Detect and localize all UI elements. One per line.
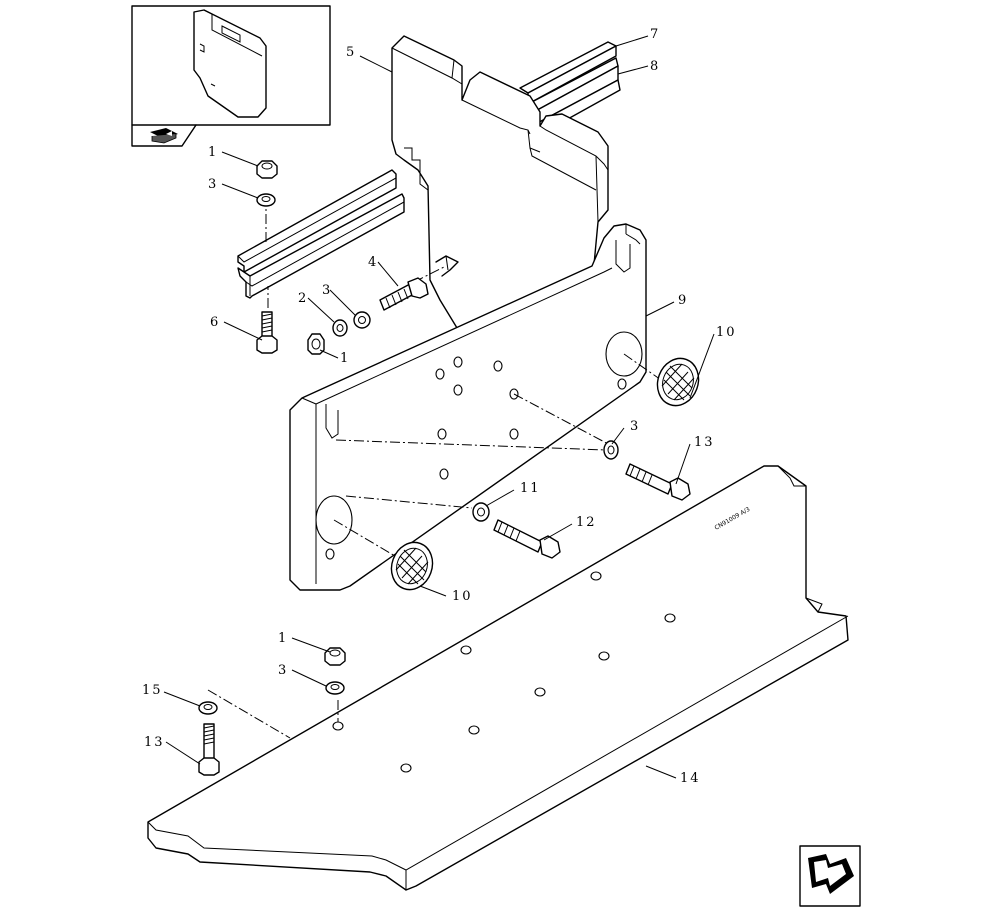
callout-1: 1 — [208, 145, 218, 160]
ballast-weight — [391, 35, 609, 359]
callout-13: 13 — [144, 735, 165, 750]
callout-10: 10 — [716, 325, 737, 340]
callout-3: 3 — [278, 663, 288, 678]
bolt-12 — [493, 519, 561, 559]
callout-10: 10 — [452, 589, 473, 604]
washer-lower — [325, 681, 345, 695]
leader-lines — [163, 35, 715, 779]
next-page-arrow-icon[interactable] — [799, 845, 861, 907]
washer-right — [603, 440, 619, 460]
callout-3: 3 — [322, 283, 332, 298]
callout-8: 8 — [650, 59, 660, 74]
callout-9: 9 — [678, 293, 688, 308]
callout-14: 14 — [680, 771, 701, 786]
nut-top — [256, 160, 278, 179]
reflector-left — [390, 541, 434, 591]
callout-11: 11 — [520, 481, 541, 496]
callout-labels: 5 7 8 1 3 4 2 3 6 1 9 10 3 13 11 12 10 1… — [142, 27, 737, 786]
nut-lower — [324, 647, 346, 666]
callout-12: 12 — [576, 515, 597, 530]
fasteners — [198, 160, 700, 776]
callout-3: 3 — [208, 177, 218, 192]
washer-2 — [332, 319, 348, 337]
washer-top — [256, 193, 276, 207]
base-plate: CN91009 A/3 — [147, 465, 849, 891]
callout-5: 5 — [346, 45, 356, 60]
callout-15: 15 — [142, 683, 163, 698]
callout-6: 6 — [210, 315, 220, 330]
bolt-13-lower — [198, 723, 220, 776]
center-lines — [207, 196, 665, 739]
callout-2: 2 — [298, 291, 308, 306]
callout-7: 7 — [650, 27, 660, 42]
bolt-6 — [256, 311, 278, 354]
callout-1: 1 — [278, 631, 288, 646]
washer-mid — [353, 311, 371, 329]
bolt-4 — [379, 277, 429, 311]
bolt-13-right — [625, 463, 691, 501]
callout-3: 3 — [630, 419, 640, 434]
callout-4: 4 — [368, 255, 378, 270]
nut-mid — [307, 333, 325, 355]
rail-bracket — [237, 169, 405, 299]
callout-13: 13 — [694, 435, 715, 450]
washer-11 — [472, 502, 490, 522]
washer-15 — [198, 701, 218, 715]
book-arrow-icon[interactable] — [150, 128, 178, 144]
callout-1: 1 — [340, 351, 350, 366]
reflector-right — [656, 357, 700, 407]
inset-thumbnail — [131, 5, 331, 147]
